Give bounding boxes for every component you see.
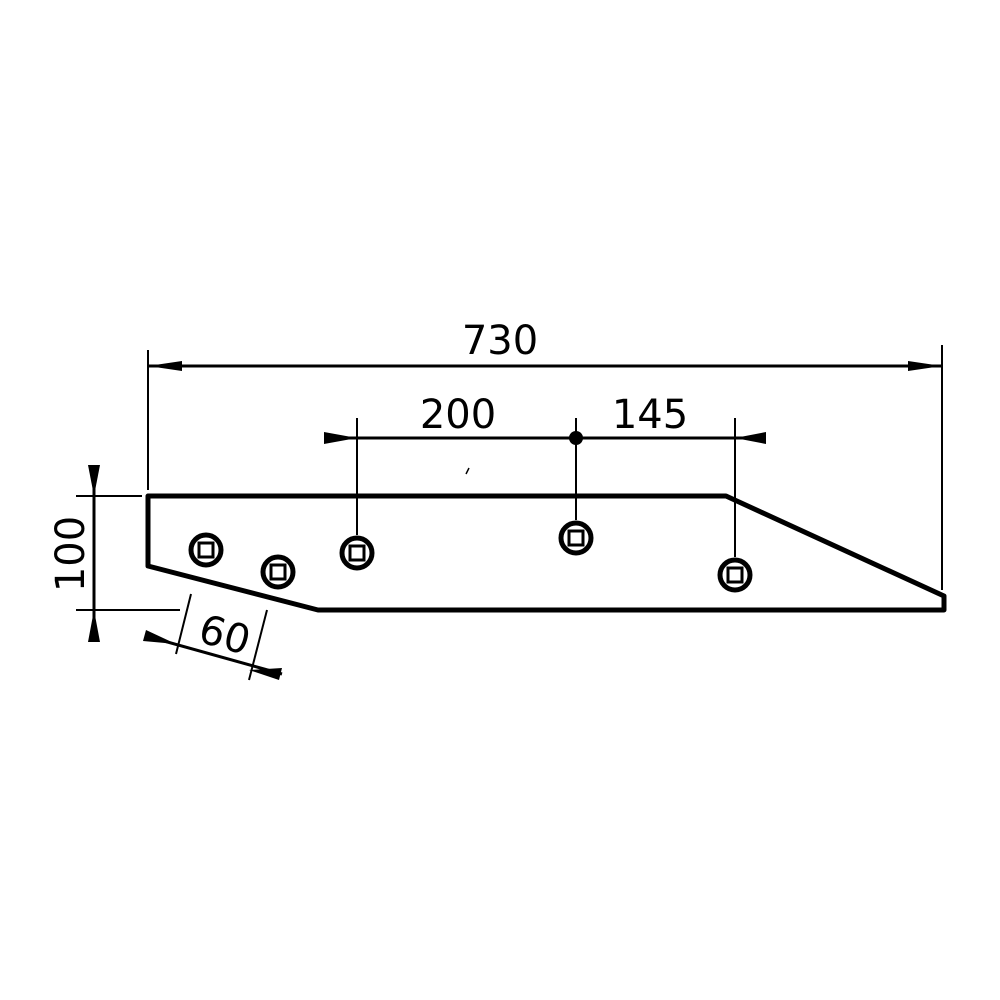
overall-length-label: 730 xyxy=(462,318,538,364)
arrow-right-icon xyxy=(908,361,942,371)
stray-mark xyxy=(465,467,470,475)
hole-spacing-1-label: 200 xyxy=(420,392,496,438)
bolt-hole-4 xyxy=(558,520,594,556)
arrow-left-icon xyxy=(148,361,182,371)
dimension-end-hole-spacing: 60 xyxy=(143,593,283,681)
end-hole-spacing-label: 60 xyxy=(194,606,256,664)
arrow-tail-right-icon xyxy=(735,432,766,444)
hole-spacing-2-label: 145 xyxy=(612,392,688,438)
arrow-down-icon xyxy=(88,610,100,642)
bolt-hole-3 xyxy=(339,535,375,571)
arrow-tail-left-icon xyxy=(324,432,357,444)
blade-outline xyxy=(145,493,947,613)
dimension-height: 100 xyxy=(48,465,180,642)
bolt-holes xyxy=(188,520,753,593)
height-label: 100 xyxy=(48,516,94,592)
arrow-tail-down-right-icon xyxy=(249,668,282,680)
bolt-hole-1 xyxy=(188,532,224,568)
dimension-overall-length: 730 xyxy=(147,318,943,590)
bolt-hole-5 xyxy=(717,557,753,593)
bolt-hole-2 xyxy=(260,554,296,590)
dimension-hole-spacing: 200 145 xyxy=(324,392,766,557)
arrow-tail-down-left-icon xyxy=(143,630,176,644)
arrow-up-icon xyxy=(88,465,100,496)
dimension-node-icon xyxy=(569,431,583,445)
